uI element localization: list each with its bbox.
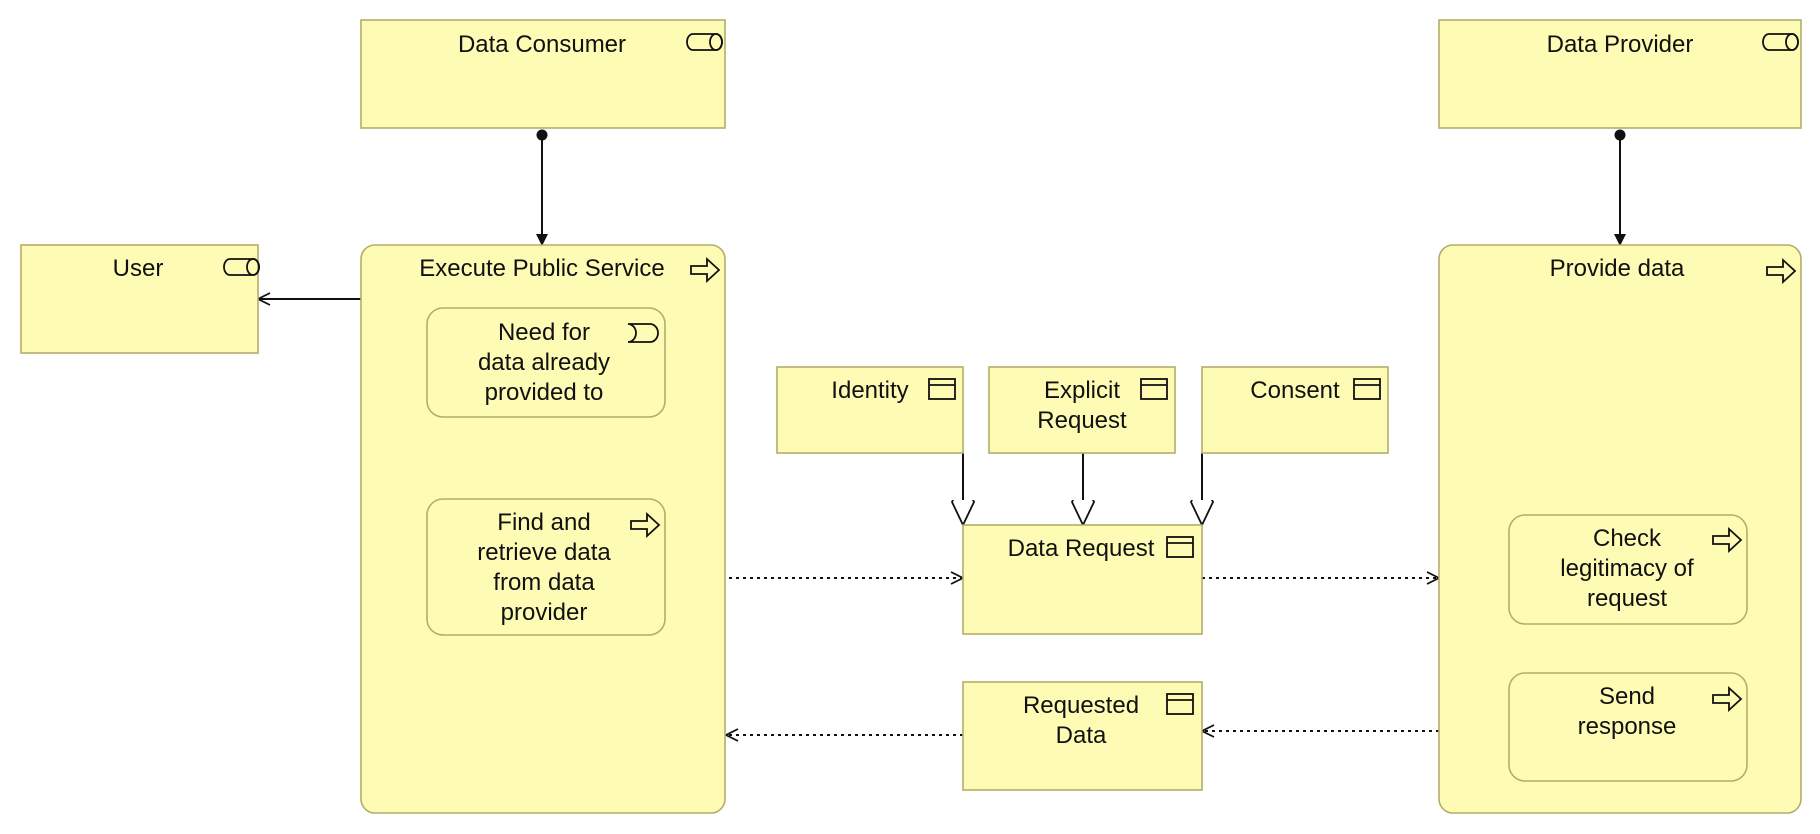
user-label: User xyxy=(113,255,164,282)
send-response-label: Send response xyxy=(1578,683,1677,740)
find-and-retrieve-label: Find and retrieve data from data provider xyxy=(477,509,611,626)
object-icon xyxy=(1166,536,1194,558)
data-consumer-label: Data Consumer xyxy=(458,31,626,58)
need-for-data-node[interactable]: Need for data already provided to xyxy=(426,307,666,418)
provide-data-label: Provide data xyxy=(1550,255,1685,282)
label-line: legitimacy of xyxy=(1560,555,1694,582)
consent-label: Consent xyxy=(1250,377,1340,404)
label-line: Data Request xyxy=(1008,535,1155,562)
label-line: Explicit xyxy=(1044,377,1120,404)
data-request-label: Data Request xyxy=(1008,535,1155,562)
process-arrow-icon xyxy=(630,511,661,539)
object-icon xyxy=(1140,378,1168,400)
event-icon xyxy=(627,323,659,343)
label-line: Provide data xyxy=(1550,255,1685,282)
label-line: provided to xyxy=(485,379,604,406)
label-line: Data Provider xyxy=(1547,31,1694,58)
label-line: Identity xyxy=(831,377,908,404)
role-icon xyxy=(223,258,260,276)
label-line: Need for xyxy=(498,319,590,346)
label-line: Execute Public Service xyxy=(419,255,664,282)
label-line: User xyxy=(113,255,164,282)
process-arrow-icon xyxy=(690,256,721,284)
label-line: Request xyxy=(1037,407,1127,434)
identity-label: Identity xyxy=(831,377,908,404)
label-line: data already xyxy=(478,349,610,376)
identity-node[interactable]: Identity xyxy=(776,366,964,454)
consent-node[interactable]: Consent xyxy=(1201,366,1389,454)
execute-public-service-label: Execute Public Service xyxy=(419,255,664,282)
process-arrow-icon xyxy=(1766,257,1797,285)
need-for-data-label: Need for data already provided to xyxy=(478,319,610,406)
find-and-retrieve-node[interactable]: Find and retrieve data from data provider xyxy=(426,498,666,636)
check-legitimacy-label: Check legitimacy of request xyxy=(1560,525,1694,612)
label-line: Send xyxy=(1599,683,1655,710)
check-legitimacy-node[interactable]: Check legitimacy of request xyxy=(1508,514,1748,625)
object-icon xyxy=(1353,378,1381,400)
label-line: response xyxy=(1578,713,1677,740)
process-arrow-icon xyxy=(1712,685,1743,713)
data-provider-label: Data Provider xyxy=(1547,31,1694,58)
user-node[interactable]: User xyxy=(20,244,260,354)
label-line: Find and xyxy=(497,509,590,536)
data-provider-node[interactable]: Data Provider xyxy=(1438,19,1802,129)
data-request-node[interactable]: Data Request xyxy=(962,524,1203,635)
object-icon xyxy=(1166,693,1194,715)
label-line: retrieve data xyxy=(477,539,611,566)
label-line: request xyxy=(1587,585,1667,612)
send-response-node[interactable]: Send response xyxy=(1508,672,1748,782)
role-icon xyxy=(1762,33,1799,51)
label-line: Check xyxy=(1593,525,1662,552)
role-icon xyxy=(686,33,723,51)
label-line: provider xyxy=(501,599,588,626)
label-line: Consent xyxy=(1250,377,1340,404)
object-icon xyxy=(928,378,956,400)
label-line: Data Consumer xyxy=(458,31,626,58)
process-arrow-icon xyxy=(1712,526,1743,554)
label-line: Requested xyxy=(1023,692,1139,719)
data-consumer-node[interactable]: Data Consumer xyxy=(360,19,726,129)
label-line: Data xyxy=(1056,722,1107,749)
label-line: from data xyxy=(493,569,595,596)
